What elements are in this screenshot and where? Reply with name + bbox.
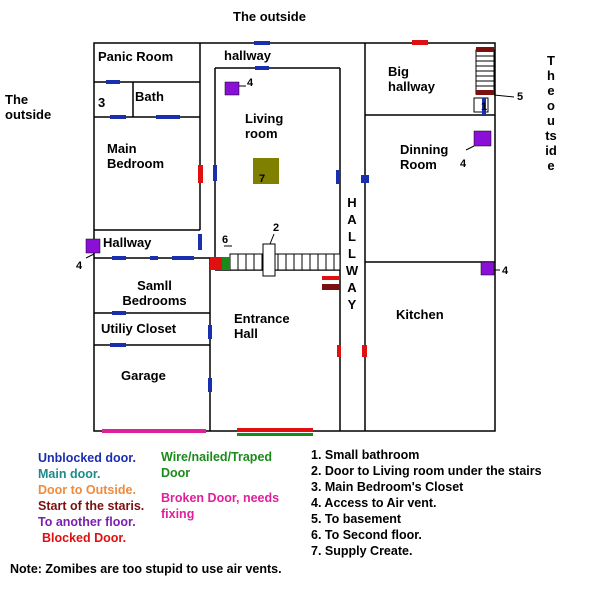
- legend-number-item: 6. To Second floor.: [311, 528, 422, 542]
- vent-dining-number: 4: [460, 158, 467, 170]
- note: Note: Zomibes are too stupid to use air …: [10, 562, 282, 576]
- outside-left-label: The outside: [5, 92, 52, 122]
- panic-room-label: Panic Room: [98, 49, 174, 64]
- basement-number: 5: [517, 91, 524, 103]
- closet-number: 3: [98, 95, 106, 110]
- legend-number-item: 5. To basement: [311, 512, 402, 526]
- vent-dining-icon: [473, 130, 492, 147]
- big-hallway-label: Big hallway: [388, 64, 435, 94]
- legend-text: Blocked Door.: [42, 531, 127, 545]
- unblocked-doors: [106, 41, 486, 392]
- legend-item: Door to Outside.: [38, 482, 136, 498]
- garage-label: Garage: [121, 368, 166, 383]
- legend-item: Unblocked door.: [38, 450, 136, 466]
- legend-number-item: 3. Main Bedroom's Closet: [311, 480, 464, 494]
- legend-number-item: 2. Door to Living room under the stairs: [311, 464, 542, 478]
- vent-right-icon: [480, 261, 495, 276]
- legend-item: Broken Door, needs fixing: [161, 490, 301, 522]
- legend-item: Main door.: [38, 466, 101, 482]
- stairs-door-number: 2: [273, 222, 280, 234]
- legend-item: Start of the staris.: [38, 498, 144, 514]
- second-floor-number: 6: [222, 234, 229, 246]
- legend-text: Broken Door, needs fixing: [161, 491, 280, 521]
- main-bedroom-label: Main Bedroom: [107, 141, 165, 171]
- vent-left-icon: [85, 238, 101, 254]
- arrows: [85, 85, 515, 271]
- broken-doors: [102, 429, 206, 433]
- legend-text: Unblocked door.: [38, 451, 136, 465]
- stairs: [229, 49, 495, 277]
- legend-text: Start of the staris.: [38, 499, 145, 513]
- legend-number-item: 4. Access to Air vent.: [311, 496, 437, 510]
- legend-item: Blocked Door.: [42, 530, 126, 546]
- hallway-left-label: Hallway: [103, 235, 152, 250]
- blocked-doors: [198, 40, 428, 432]
- dinning-room-label: Dinning Room: [400, 142, 449, 172]
- bathroom-number: 1: [481, 101, 488, 113]
- legend-text: Main door.: [38, 467, 101, 481]
- small-bedrooms-label: Samll Bedrooms: [122, 278, 187, 308]
- supply-crate-icon: [253, 158, 279, 184]
- legend-text: Door to Outside.: [38, 483, 136, 497]
- vent-living-icon: [224, 81, 240, 96]
- legend-text: Wire/nailed/Traped Door: [161, 450, 273, 480]
- vent-right-number: 4: [502, 265, 509, 277]
- legend-item: Wire/nailed/Traped Door: [161, 449, 296, 481]
- utility-closet-label: Utiliy Closet: [101, 321, 177, 336]
- hallway-vertical-label: HALLWAY: [345, 195, 359, 312]
- kitchen-label: Kitchen: [396, 307, 444, 322]
- supply-number: 7: [259, 173, 266, 185]
- legend-number-item: 7. Supply Create.: [311, 544, 413, 558]
- basement-stairs: [475, 49, 495, 95]
- outside-right-label: The outside: [545, 53, 557, 173]
- air-vents: [85, 81, 495, 276]
- legend-item: To another floor.: [38, 514, 136, 530]
- outside-top-label: The outside: [233, 9, 306, 24]
- bath-label: Bath: [135, 89, 164, 104]
- legend-text: To another floor.: [38, 515, 136, 529]
- vent-living-number: 4: [247, 77, 254, 89]
- legend-number-item: 1. Small bathroom: [311, 448, 420, 462]
- hallway-top-label: hallway: [224, 48, 271, 63]
- entrance-hall-label: Entrance Hall: [234, 311, 290, 341]
- trap-doors: [222, 257, 313, 436]
- vent-left-number: 4: [76, 260, 83, 272]
- stairs-start: [322, 47, 494, 290]
- living-room-label: Living room: [245, 111, 284, 141]
